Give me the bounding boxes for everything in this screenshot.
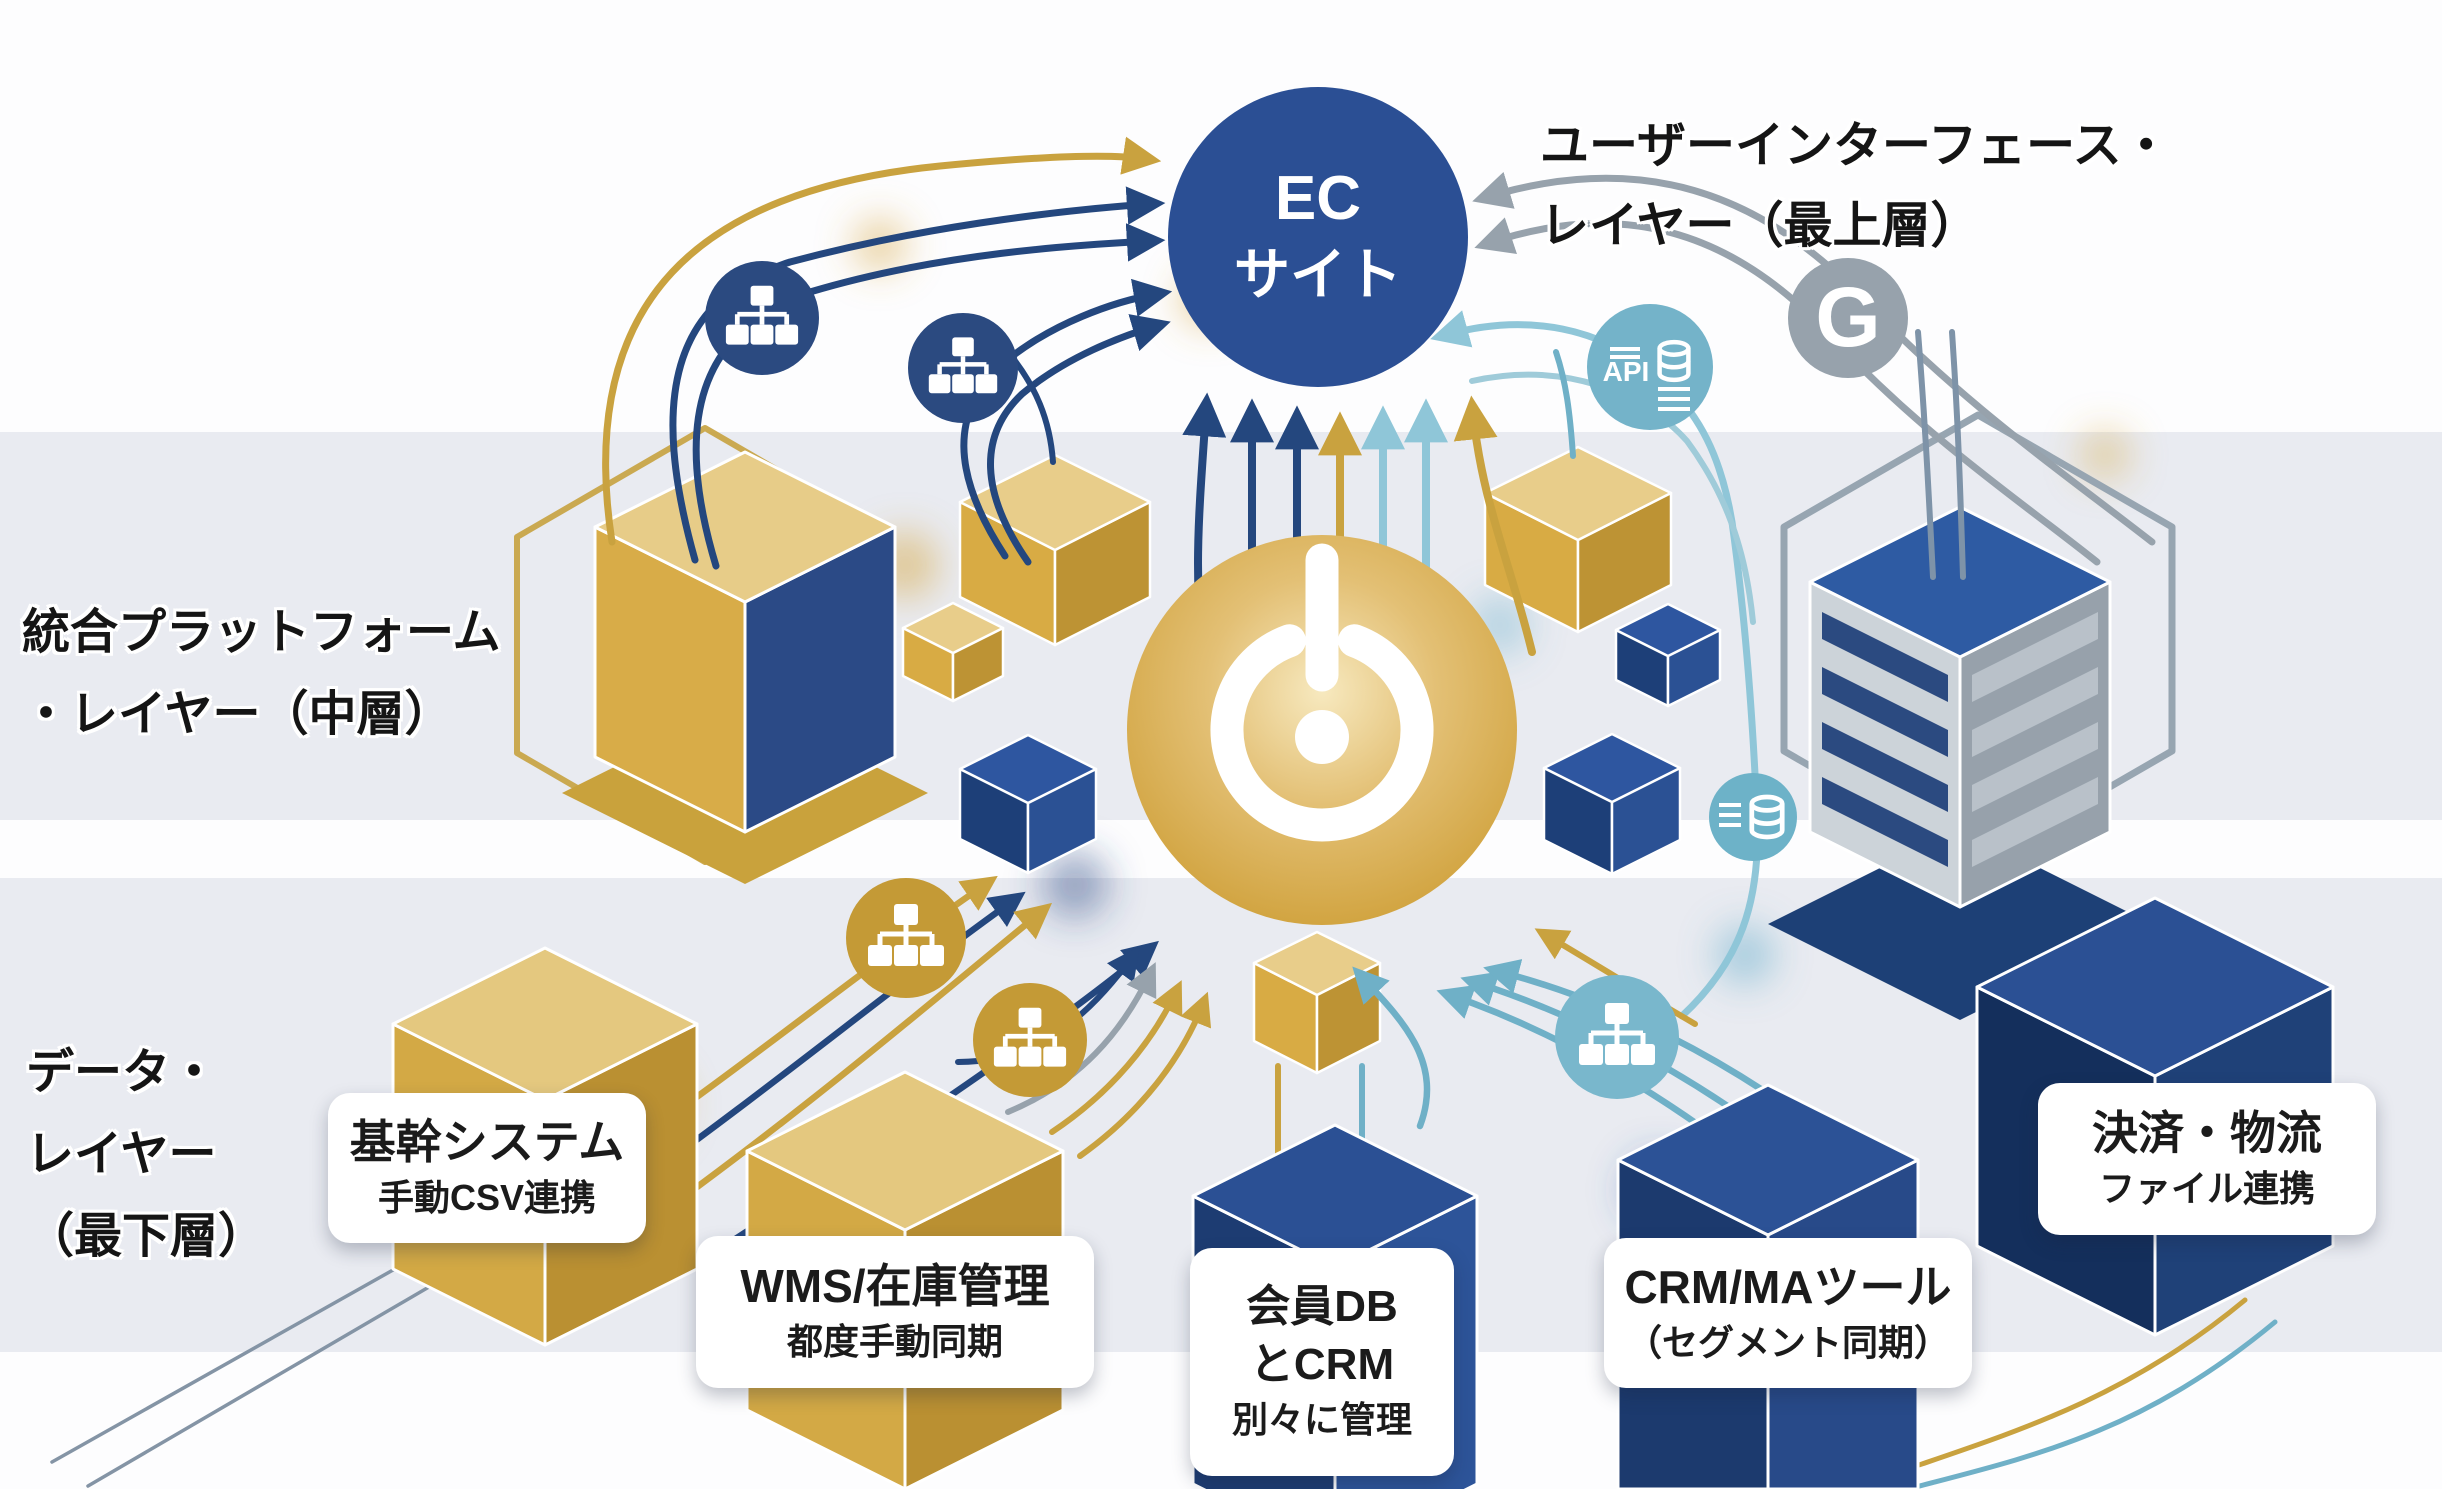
crm-ma-title: CRM/MAツール: [1624, 1261, 1952, 1313]
platform-box-left: [593, 450, 897, 834]
ui-layer-line2: レイヤー（最上層）: [1540, 199, 1980, 253]
ec-site-circle: [1168, 87, 1468, 387]
core-system-title: 基幹システム: [349, 1116, 625, 1168]
sitemap-icon: [1555, 975, 1679, 1099]
ec-site-label: EC サイト: [1168, 162, 1468, 314]
payment-subtitle: ファイル連携: [2098, 1168, 2315, 1209]
small-cubes: [901, 445, 1722, 1075]
data-layer-label: データ・ レイヤー （最下層）: [26, 1032, 266, 1278]
data-layer-line3: （最下層）: [26, 1210, 267, 1263]
sitemap-icon: [846, 878, 966, 998]
sitemap-icon: [705, 261, 819, 375]
sitemap-icon: [908, 313, 1018, 423]
server-icon: [1808, 505, 2112, 909]
payment-title: 決済・物流: [2092, 1107, 2322, 1159]
wms-title: WMS/在庫管理: [740, 1260, 1050, 1312]
platform-layer-label: 統合プラットフォーム ・レイヤー（中層）: [22, 592, 501, 756]
platform-layer-line1: 統合プラットフォーム: [22, 606, 501, 659]
api-icon: API: [1587, 304, 1713, 430]
core-system-subtitle: 手動CSV連携: [377, 1177, 597, 1218]
crm-ma-subtitle: （セグメント同期）: [1625, 1322, 1950, 1363]
member-db-card: 会員DB とCRM 別々に管理: [1190, 1248, 1454, 1476]
svg-text:G: G: [1815, 270, 1880, 364]
member-db-line2: とCRM: [1249, 1340, 1395, 1389]
database-icon: [1709, 773, 1797, 861]
ec-site-line1: EC: [1274, 164, 1362, 233]
ui-layer-label: ユーザーインターフェース・ レイヤー（最上層）: [1540, 106, 2171, 266]
wms-subtitle: 都度手動同期: [786, 1321, 1003, 1362]
ec-site-line2: サイト: [1234, 243, 1402, 306]
sitemap-icon: [973, 983, 1087, 1097]
data-layer-line1: データ・: [26, 1046, 219, 1099]
svg-text:API: API: [1603, 356, 1650, 387]
member-db-line3: 別々に管理: [1231, 1399, 1412, 1440]
data-layer-line2: レイヤー: [26, 1128, 217, 1181]
ui-layer-line1: ユーザーインターフェース・: [1540, 119, 2171, 173]
crm-ma-card: CRM/MAツール （セグメント同期）: [1604, 1238, 1972, 1388]
member-db-line1: 会員DB: [1246, 1282, 1398, 1331]
badge-circles: API G: [705, 258, 1908, 1099]
g-logo-icon: G: [1788, 258, 1908, 378]
payment-logistics-card: 決済・物流 ファイル連携: [2038, 1083, 2376, 1235]
power-icon: [1127, 535, 1517, 925]
core-system-card: 基幹システム 手動CSV連携: [328, 1093, 646, 1243]
platform-layer-line2: ・レイヤー（中層）: [22, 688, 453, 741]
wms-card: WMS/在庫管理 都度手動同期: [696, 1236, 1094, 1388]
